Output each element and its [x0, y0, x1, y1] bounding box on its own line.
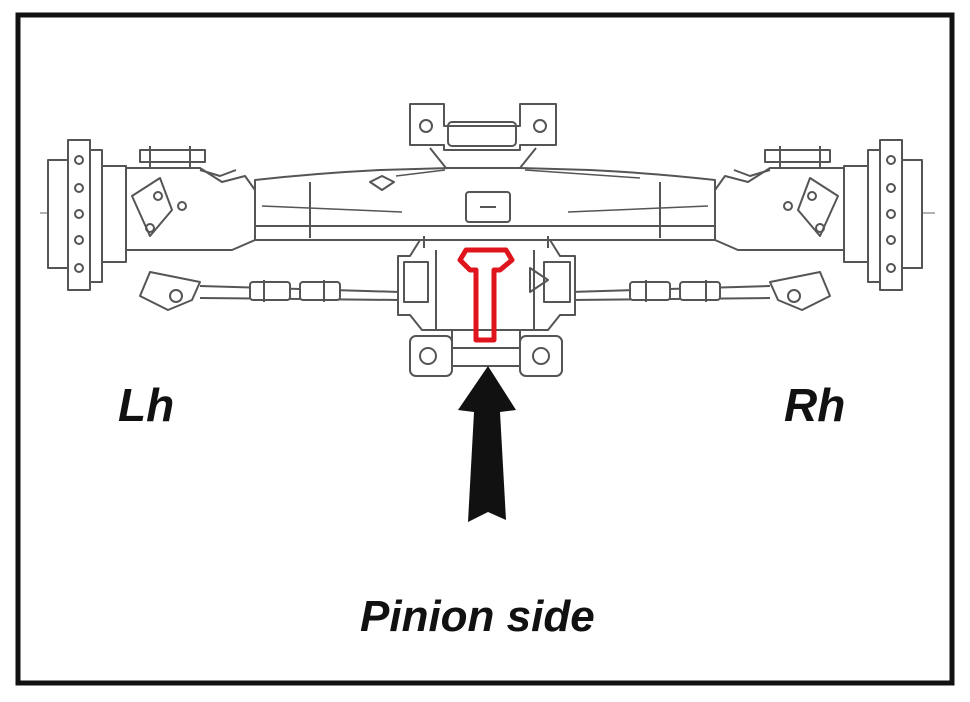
axle-housing [254, 167, 716, 241]
differential-housing [397, 236, 576, 377]
pinion-side-label: Pinion side [360, 592, 595, 641]
axle-assembly [40, 103, 935, 377]
left-tie-rod [139, 271, 401, 311]
up-arrow-icon [458, 366, 516, 522]
left-side-label: Lh [118, 379, 175, 431]
pinion-bolt-highlight [457, 247, 515, 343]
right-hub [714, 139, 923, 291]
right-tie-rod [569, 271, 831, 311]
right-side-label: Rh [784, 379, 846, 431]
left-hub [47, 139, 256, 291]
